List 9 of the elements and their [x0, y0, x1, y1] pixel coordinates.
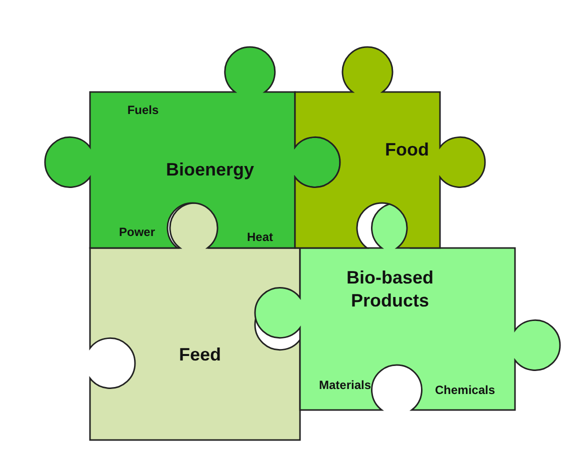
piece-label: Fuels: [127, 103, 159, 117]
piece-label: Chemicals: [434, 383, 496, 397]
piece-label: Heat: [247, 230, 273, 244]
piece-title: Bio-based Products: [345, 266, 434, 313]
piece-title: Bioenergy: [166, 160, 254, 180]
piece-label: Materials: [318, 378, 372, 392]
piece-title: Food: [385, 140, 429, 160]
piece-title: Feed: [179, 344, 221, 366]
piece-label: Power: [119, 225, 155, 239]
